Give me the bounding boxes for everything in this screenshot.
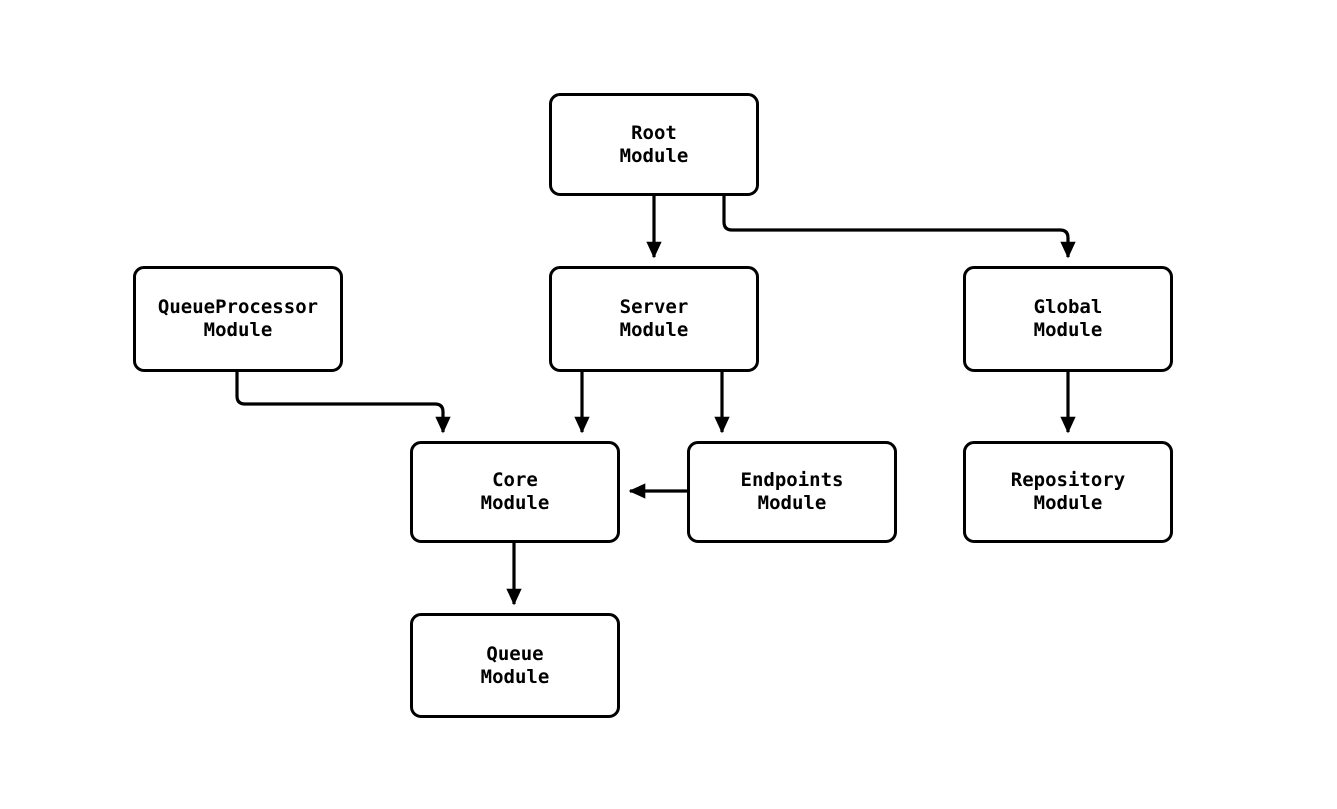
node-queueprocessor-module[interactable]: QueueProcessor Module [133, 266, 343, 372]
node-root-module-line1: Root [631, 121, 677, 144]
node-global-module[interactable]: Global Module [963, 266, 1173, 372]
node-queue-module-line2: Module [480, 665, 550, 688]
node-global-module-line1: Global [1033, 296, 1103, 318]
node-queueprocessor-module-line2: Module [203, 319, 273, 341]
node-global-module-line2: Module [1033, 319, 1103, 341]
node-endpoints-module[interactable]: Endpoints Module [687, 441, 897, 543]
node-queue-module[interactable]: Queue Module [410, 613, 620, 718]
node-root-module[interactable]: Root Module [549, 93, 759, 196]
node-repository-module-line1: Repository [1010, 469, 1126, 491]
node-endpoints-module-line2: Module [757, 492, 827, 514]
node-core-module-line1: Core [492, 469, 538, 491]
node-root-module-line2: Module [619, 144, 689, 167]
edge-root-global [722, 196, 1076, 259]
node-core-module-line2: Module [480, 492, 550, 514]
node-server-module-line1: Server [619, 296, 689, 318]
node-core-module[interactable]: Core Module [410, 441, 620, 543]
node-repository-module-line2: Module [1033, 492, 1103, 514]
edge-queueprocessor-core [235, 372, 451, 434]
node-queue-module-line1: Queue [486, 642, 544, 665]
node-repository-module[interactable]: Repository Module [963, 441, 1173, 543]
node-endpoints-module-line1: Endpoints [740, 469, 844, 491]
node-server-module-line2: Module [619, 319, 689, 341]
node-queueprocessor-module-line1: QueueProcessor [157, 296, 319, 318]
node-server-module[interactable]: Server Module [549, 266, 759, 372]
